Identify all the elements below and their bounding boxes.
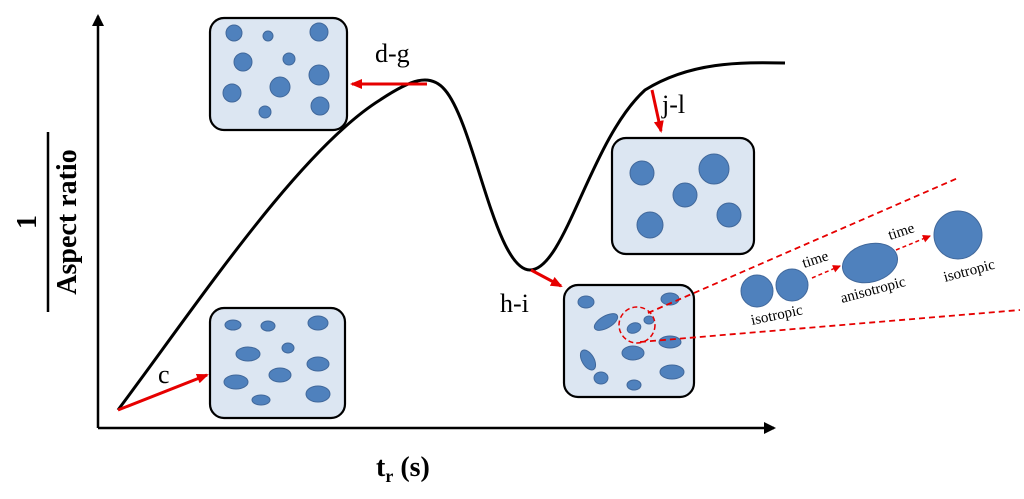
x-axis-label-main: t	[376, 452, 386, 483]
y-axis-numerator: 1	[12, 215, 43, 229]
arrow-c	[117, 373, 209, 412]
label-c: c	[158, 360, 170, 389]
zoom-line-lower	[639, 309, 1021, 343]
isotropic-label-2: isotropic	[942, 257, 997, 286]
box-c	[208, 306, 347, 420]
y-axis-denominator: Aspect ratio	[52, 149, 83, 294]
x-axis-label: tr (s)	[376, 452, 430, 486]
time-arrow-2	[895, 234, 931, 251]
coalescence-inset: time time isotropic anisotropic isotropi…	[740, 210, 997, 329]
x-axis-label-sub: r	[385, 466, 393, 486]
box-dg	[208, 16, 349, 132]
box-hi	[562, 283, 696, 399]
zoom-circle	[618, 306, 656, 344]
box-jl	[610, 136, 756, 256]
y-axis-label: 1 Aspect ratio	[12, 132, 83, 312]
zoom-line-upper	[647, 177, 959, 314]
time-label-1: time	[800, 248, 831, 272]
x-axis-label-unit: (s)	[393, 452, 430, 483]
label-hi: h-i	[500, 289, 529, 318]
time-label-2: time	[886, 220, 917, 244]
arrow-jl	[650, 89, 664, 133]
arrow-hi	[530, 268, 563, 288]
aspect-ratio-curve	[116, 61, 786, 411]
label-jl: j-l	[661, 90, 685, 119]
label-dg: d-g	[375, 39, 410, 68]
time-arrow-1	[811, 265, 841, 279]
